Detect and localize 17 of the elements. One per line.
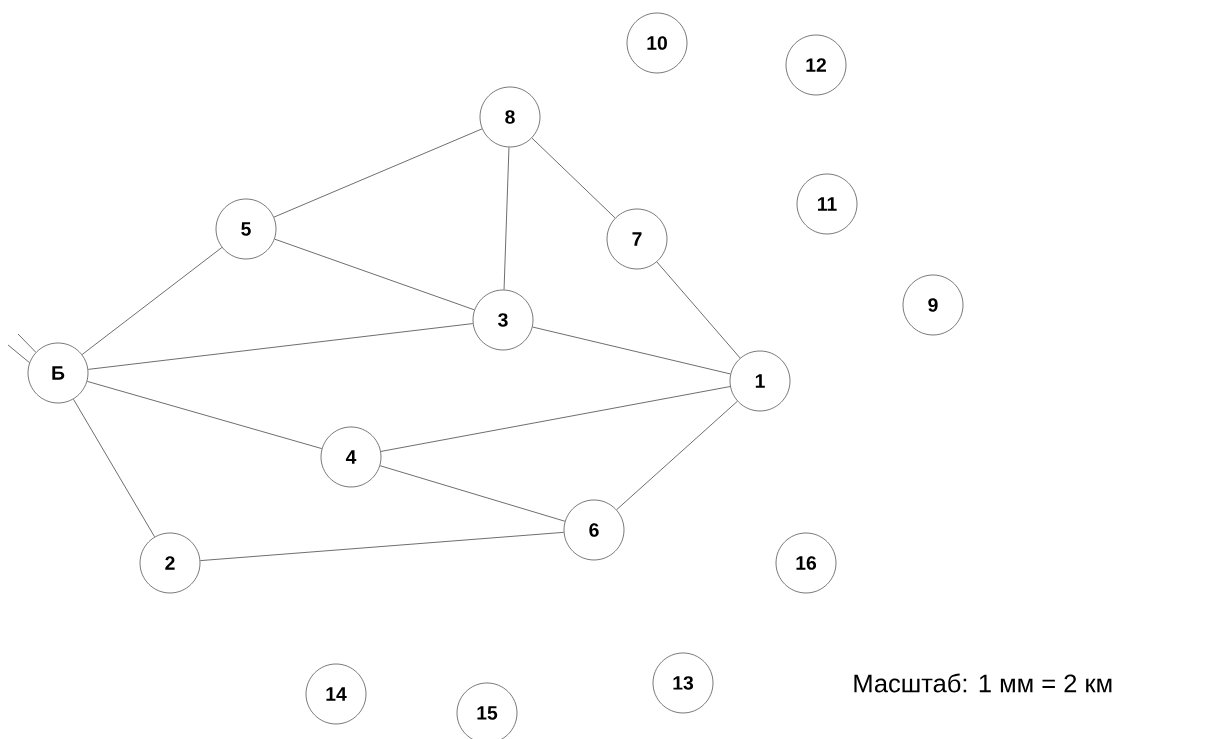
road-line <box>17 333 37 353</box>
road-line <box>379 465 566 522</box>
road-line <box>7 344 30 363</box>
road-line <box>532 326 731 375</box>
road-line <box>199 531 565 562</box>
road-line <box>380 386 731 452</box>
road-line <box>86 380 323 450</box>
road-line <box>503 146 510 290</box>
road-line <box>616 400 738 511</box>
road-line <box>656 261 741 359</box>
road-line <box>274 238 475 311</box>
road-line <box>73 398 155 538</box>
scale-note: Масштаб: 1 мм = 2 км <box>854 673 1112 693</box>
road-line <box>87 323 474 370</box>
road-line <box>81 247 223 355</box>
road-line <box>273 128 483 218</box>
road-line <box>531 137 616 219</box>
